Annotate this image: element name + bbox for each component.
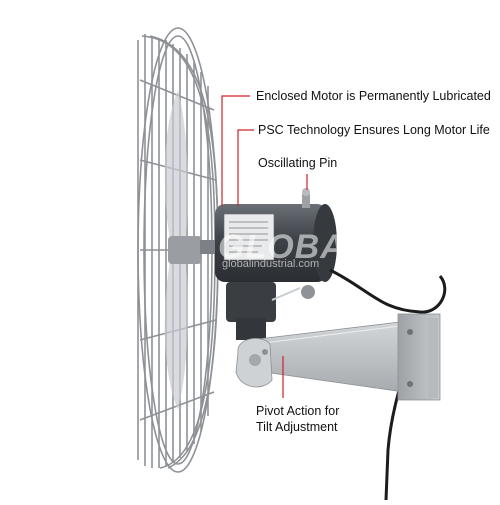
callout-psc: PSC Technology Ensures Long Motor Life <box>258 123 490 137</box>
fan-hub <box>168 236 202 264</box>
callout-pin: Oscillating Pin <box>258 156 338 170</box>
oscillating-pin <box>302 188 310 208</box>
wall-bracket <box>249 321 405 393</box>
watermark-site: globalindustrial.com <box>222 258 320 270</box>
oscillating-rod <box>271 287 301 301</box>
callout-line-psc <box>237 129 254 206</box>
fan-blades <box>164 90 188 410</box>
rod-joint <box>301 285 315 299</box>
callout-pivot-line2: Tilt Adjustment <box>256 420 338 434</box>
pivot-plate <box>235 338 273 388</box>
motor <box>215 204 337 282</box>
callout-lines <box>221 95 308 398</box>
gearbox <box>226 282 276 322</box>
gearbox-neck <box>236 318 266 340</box>
watermark-brand: GLOBAL <box>218 228 368 266</box>
wall-mount-plate <box>397 313 441 401</box>
callout-motor: Enclosed Motor is Permanently Lubricated <box>256 89 491 103</box>
callout-line-motor <box>221 95 250 206</box>
power-cord <box>329 268 447 314</box>
callout-pivot-line1: Pivot Action for <box>256 404 340 418</box>
